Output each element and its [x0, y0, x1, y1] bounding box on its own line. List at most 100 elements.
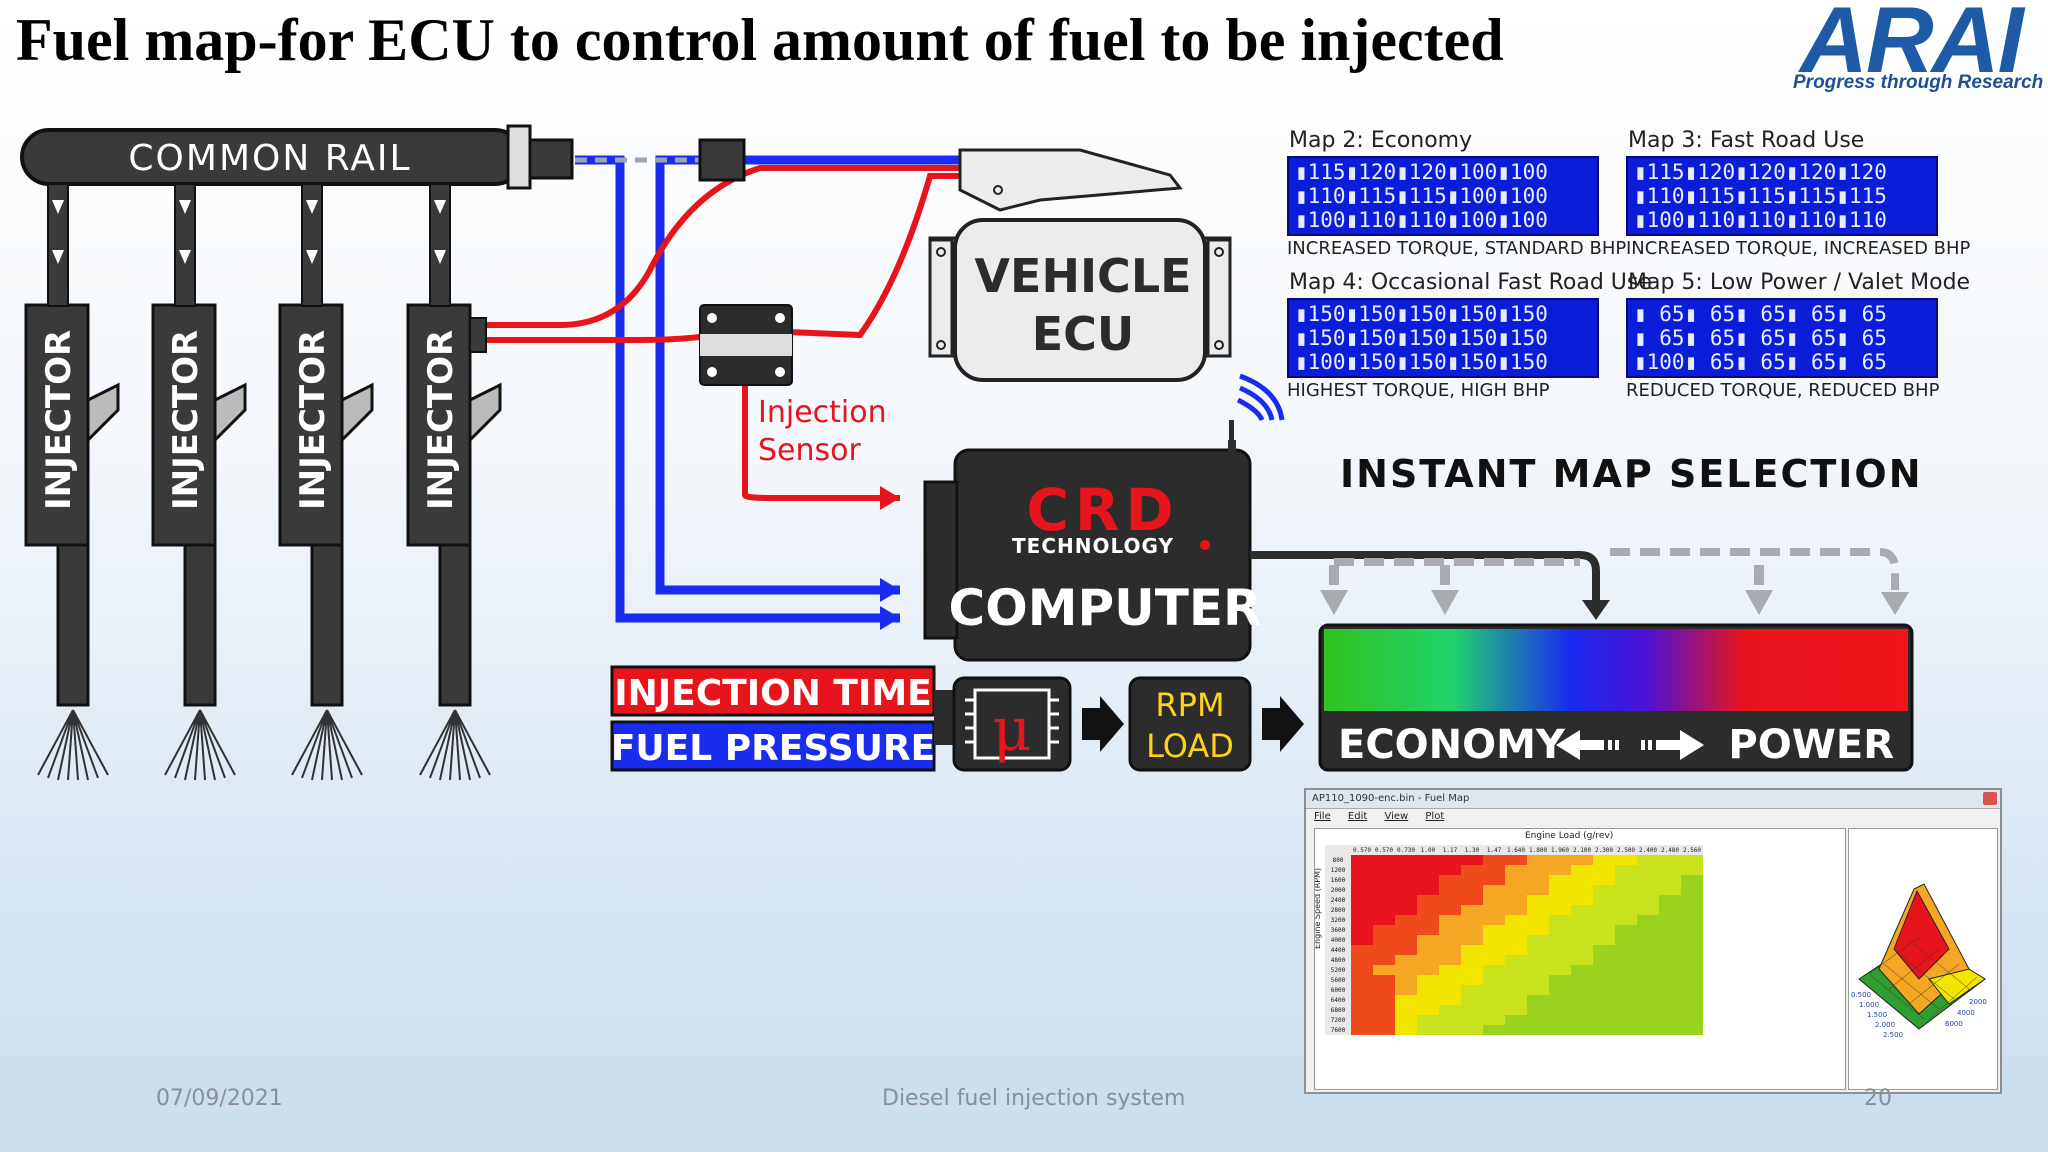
map-cell[interactable]	[1417, 865, 1439, 875]
map-cell[interactable]	[1505, 865, 1527, 875]
map-cell[interactable]	[1659, 865, 1681, 875]
map-cell[interactable]	[1505, 965, 1527, 975]
map-cell[interactable]	[1461, 1015, 1483, 1025]
map-cell[interactable]	[1505, 955, 1527, 965]
map-cell[interactable]	[1505, 875, 1527, 885]
map-cell[interactable]	[1395, 895, 1417, 905]
map-cell[interactable]	[1351, 925, 1373, 935]
map-cell[interactable]	[1351, 905, 1373, 915]
map-cell[interactable]	[1681, 975, 1703, 985]
map-cell[interactable]	[1593, 935, 1615, 945]
map-cell[interactable]	[1571, 945, 1593, 955]
map-cell[interactable]	[1483, 975, 1505, 985]
map-cell[interactable]	[1571, 1015, 1593, 1025]
menu-edit[interactable]: Edit	[1347, 811, 1368, 822]
map-cell[interactable]	[1373, 875, 1395, 885]
map-cell[interactable]	[1615, 945, 1637, 955]
map-cell[interactable]	[1593, 855, 1615, 865]
map-cell[interactable]	[1615, 975, 1637, 985]
map-cell[interactable]	[1505, 905, 1527, 915]
map-cell[interactable]	[1527, 855, 1549, 865]
map-cell[interactable]	[1659, 985, 1681, 995]
map-cell[interactable]	[1637, 915, 1659, 925]
map-cell[interactable]	[1351, 855, 1373, 865]
map-cell[interactable]	[1615, 985, 1637, 995]
map-cell[interactable]	[1461, 885, 1483, 895]
map-cell[interactable]	[1571, 865, 1593, 875]
map-cell[interactable]	[1395, 995, 1417, 1005]
map-cell[interactable]	[1461, 945, 1483, 955]
map-cell[interactable]	[1637, 965, 1659, 975]
map-cell[interactable]	[1549, 875, 1571, 885]
map-cell[interactable]	[1439, 945, 1461, 955]
map-cell[interactable]	[1417, 855, 1439, 865]
map-cell[interactable]	[1527, 885, 1549, 895]
map-cell[interactable]	[1483, 1025, 1505, 1035]
map-cell[interactable]	[1505, 995, 1527, 1005]
map-cell[interactable]	[1593, 995, 1615, 1005]
map-cell[interactable]	[1373, 1015, 1395, 1025]
map-cell[interactable]	[1483, 905, 1505, 915]
map-cell[interactable]	[1351, 985, 1373, 995]
map-cell[interactable]	[1593, 975, 1615, 985]
map-cell[interactable]	[1505, 945, 1527, 955]
map-cell[interactable]	[1461, 985, 1483, 995]
map-cell[interactable]	[1351, 945, 1373, 955]
map-cell[interactable]	[1351, 895, 1373, 905]
map-cell[interactable]	[1461, 875, 1483, 885]
map-cell[interactable]	[1461, 975, 1483, 985]
map-cell[interactable]	[1593, 925, 1615, 935]
map-cell[interactable]	[1461, 1025, 1483, 1035]
map-cell[interactable]	[1395, 865, 1417, 875]
map-cell[interactable]	[1571, 995, 1593, 1005]
map-cell[interactable]	[1659, 935, 1681, 945]
map-cell[interactable]	[1395, 955, 1417, 965]
map-cell[interactable]	[1527, 1025, 1549, 1035]
map-cell[interactable]	[1659, 905, 1681, 915]
map-cell[interactable]	[1417, 945, 1439, 955]
map-cell[interactable]	[1571, 975, 1593, 985]
map-cell[interactable]	[1373, 995, 1395, 1005]
map-cell[interactable]	[1373, 985, 1395, 995]
map-cell[interactable]	[1659, 975, 1681, 985]
map-cell[interactable]	[1439, 915, 1461, 925]
map-cell[interactable]	[1571, 1025, 1593, 1035]
map-cell[interactable]	[1571, 935, 1593, 945]
map-cell[interactable]	[1527, 1005, 1549, 1015]
map-cell[interactable]	[1527, 1015, 1549, 1025]
map-cell[interactable]	[1483, 965, 1505, 975]
map-cell[interactable]	[1505, 885, 1527, 895]
map-cell[interactable]	[1439, 885, 1461, 895]
map-cell[interactable]	[1593, 875, 1615, 885]
map-cell[interactable]	[1373, 895, 1395, 905]
map-cell[interactable]	[1417, 955, 1439, 965]
map-cell[interactable]	[1527, 875, 1549, 885]
map-cell[interactable]	[1593, 955, 1615, 965]
map-cell[interactable]	[1417, 885, 1439, 895]
map-cell[interactable]	[1659, 955, 1681, 965]
map-cell[interactable]	[1527, 925, 1549, 935]
map-cell[interactable]	[1615, 905, 1637, 915]
map-cell[interactable]	[1373, 935, 1395, 945]
map-cell[interactable]	[1395, 875, 1417, 885]
map-cell[interactable]	[1615, 895, 1637, 905]
map-cell[interactable]	[1593, 945, 1615, 955]
map-cell[interactable]	[1417, 995, 1439, 1005]
map-cell[interactable]	[1417, 975, 1439, 985]
map-cell[interactable]	[1615, 885, 1637, 895]
map-cell[interactable]	[1527, 975, 1549, 985]
map-cell[interactable]	[1439, 955, 1461, 965]
close-icon[interactable]	[1983, 792, 1997, 805]
map-cell[interactable]	[1615, 865, 1637, 875]
map-cell[interactable]	[1483, 985, 1505, 995]
map-cell[interactable]	[1483, 915, 1505, 925]
map-cell[interactable]	[1637, 945, 1659, 955]
map-cell[interactable]	[1637, 955, 1659, 965]
map-cell[interactable]	[1351, 865, 1373, 875]
map-cell[interactable]	[1549, 1005, 1571, 1015]
map-cell[interactable]	[1417, 1025, 1439, 1035]
map-cell[interactable]	[1637, 855, 1659, 865]
map-cell[interactable]	[1549, 955, 1571, 965]
map-cell[interactable]	[1615, 955, 1637, 965]
map-cell[interactable]	[1373, 905, 1395, 915]
